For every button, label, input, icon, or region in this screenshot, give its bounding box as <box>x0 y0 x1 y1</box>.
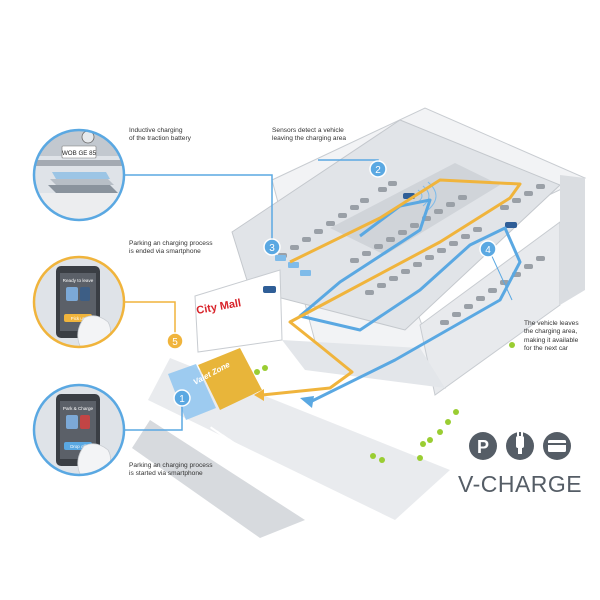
caption-vehicle-leaves: The vehicle leaves the charging area, ma… <box>524 320 579 354</box>
yellow-arrow-head <box>254 389 264 401</box>
blue-arrow-head <box>300 396 314 408</box>
caption-line: leaving the charging area <box>272 135 347 143</box>
caption-line: Parking an charging process <box>129 462 213 469</box>
inset-phone-ended: Ready to leave Pick up <box>32 255 126 349</box>
v-charge-logo-text: V-CHARGE <box>458 471 583 497</box>
caption-line: Inductive charging <box>129 127 183 134</box>
route-blue <box>298 198 522 404</box>
marker-3-dot <box>263 238 281 256</box>
trees <box>254 342 515 463</box>
marker-2: 2 <box>369 160 387 178</box>
route-yellow <box>261 178 522 397</box>
marker-2-dot <box>369 160 387 178</box>
marker-1-label: 1 <box>179 394 185 405</box>
marker-4-dot <box>479 240 497 258</box>
parking-icon <box>469 432 497 460</box>
marker-5-label: 5 <box>172 337 178 348</box>
charging-pads <box>275 255 311 276</box>
phone-top-title: Ready to leave <box>63 278 94 283</box>
marker-2-label: 2 <box>375 165 381 176</box>
inset-inductive-charging: WOB GE 85 <box>32 128 126 222</box>
marker-5: 5 <box>166 332 184 350</box>
marker-5-dot <box>166 332 184 350</box>
caption-sensors: Sensors detect a vehicle leaving the cha… <box>272 127 346 144</box>
parking-icon-letter: P <box>477 437 489 457</box>
hand-icon <box>77 443 111 475</box>
caption-line: is started via smartphone <box>129 470 203 478</box>
crosswalk <box>210 426 258 460</box>
caption-line: for the next car <box>524 345 568 353</box>
leader-line-4 <box>489 251 513 301</box>
parked-cars <box>278 181 545 325</box>
caption-started-via-smartphone: Parking an charging process is started v… <box>129 462 213 479</box>
caption-line: Sensors detect a vehicle <box>272 127 344 134</box>
caption-line: The vehicle leaves <box>524 320 579 327</box>
valet-zone <box>168 348 262 420</box>
marker-4: 4 <box>479 240 497 258</box>
caption-ended-via-smartphone: Parking an charging process is ended via… <box>129 240 213 257</box>
marker-1-dot <box>173 389 191 407</box>
caption-line: is ended via smartphone <box>129 248 201 256</box>
caption-inductive-charging: Inductive charging of the traction batte… <box>129 127 191 144</box>
marker-3-label: 3 <box>269 243 275 254</box>
phone-bottom-title: Park & Charge <box>63 406 94 411</box>
caption-line: making it available <box>524 336 579 344</box>
caption-line: Parking an charging process <box>129 240 213 247</box>
logo-icons: P <box>469 432 571 460</box>
leader-line-3 <box>124 174 273 244</box>
inset-phone-started: Park & Charge Drop off <box>32 383 126 477</box>
marker-1: 1 <box>173 389 191 407</box>
marker-4-label: 4 <box>485 245 491 256</box>
marker-3: 3 <box>263 238 281 256</box>
phone-top-button: Pick up <box>71 316 86 321</box>
caption-line: of the traction battery <box>129 135 191 143</box>
phone-bottom-button: Drop off <box>70 444 86 449</box>
leader-line-1 <box>124 406 183 431</box>
hand-icon <box>77 315 111 347</box>
caption-line: the charging area, <box>524 328 578 336</box>
license-plate: WOB GE 85 <box>62 150 97 157</box>
leader-line-5 <box>124 301 176 338</box>
